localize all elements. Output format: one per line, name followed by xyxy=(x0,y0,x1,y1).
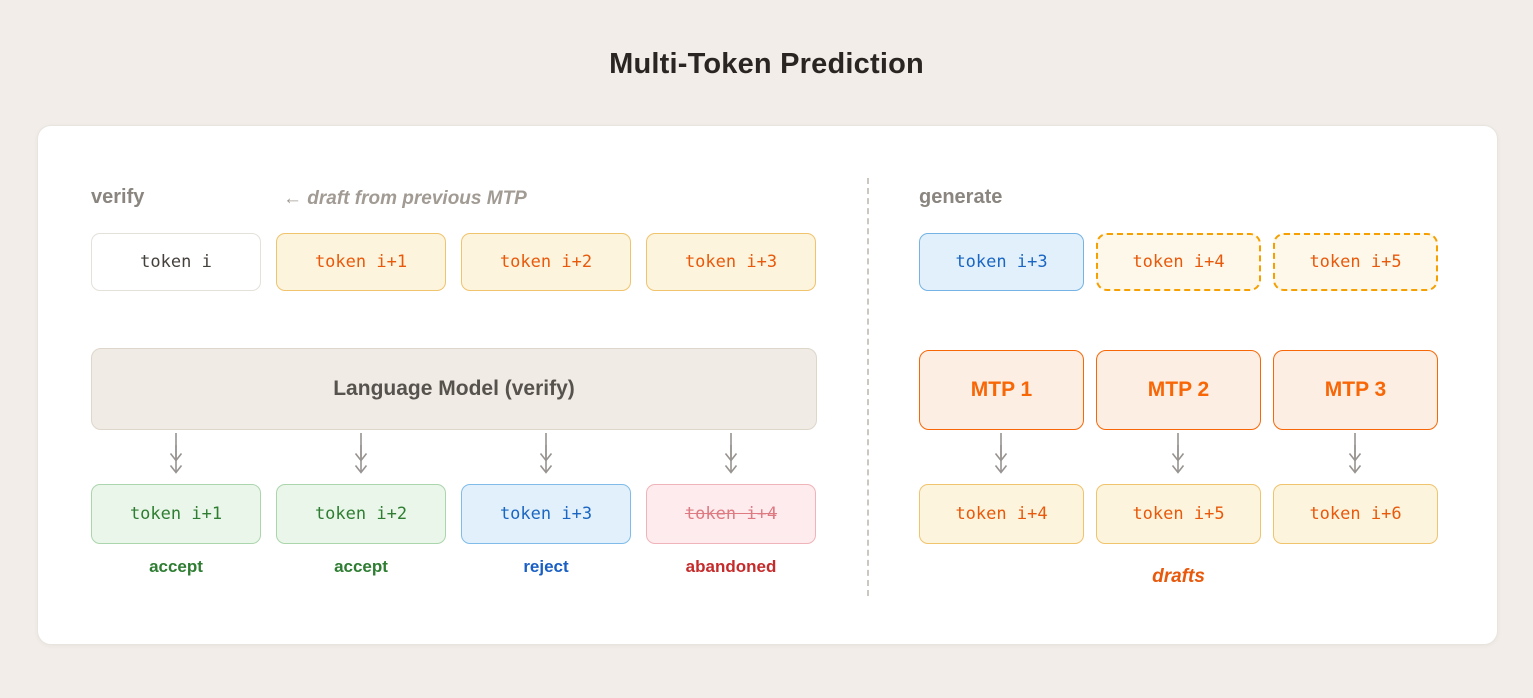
generate-section-label: generate xyxy=(919,186,1003,208)
token-label: token i+3 xyxy=(955,252,1048,272)
verify-output-token-i3-rejected: token i+3 xyxy=(461,484,631,544)
mtp-label: MTP 1 xyxy=(970,378,1033,401)
down-arrow-icon xyxy=(994,445,1008,474)
verify-input-token-i1: token i+1 xyxy=(276,233,446,291)
language-model-label: Language Model (verify) xyxy=(333,377,575,400)
token-label: token i+5 xyxy=(1132,504,1225,524)
mtp-label: MTP 2 xyxy=(1147,378,1210,401)
token-label-strikethrough: token i+4 xyxy=(684,504,778,524)
verdict-reject-label: reject xyxy=(523,557,569,576)
section-divider xyxy=(867,178,869,596)
mtp-2-module: MTP 2 xyxy=(1096,350,1261,430)
down-arrow-icon xyxy=(539,445,553,474)
verify-input-token-i2: token i+2 xyxy=(461,233,631,291)
generate-output-token-i4: token i+4 xyxy=(919,484,1084,544)
token-label: token i+1 xyxy=(129,504,223,524)
down-arrow-icon xyxy=(1171,445,1185,474)
mtp-3-module: MTP 3 xyxy=(1273,350,1438,430)
generate-output-token-i6: token i+6 xyxy=(1273,484,1438,544)
verdict-abandoned-label: abandoned xyxy=(685,557,777,576)
draft-from-previous-mtp-note: ← draft from previous MTP xyxy=(283,188,527,209)
verify-input-token-i: token i xyxy=(91,233,261,291)
token-label: token i+4 xyxy=(1132,252,1225,272)
verify-section-label: verify xyxy=(91,186,145,208)
language-model-verify-box: Language Model (verify) xyxy=(91,348,817,430)
token-label: token i+6 xyxy=(1309,504,1402,524)
token-label: token i+2 xyxy=(314,504,408,524)
page-title: Multi-Token Prediction xyxy=(609,48,924,80)
token-label: token i xyxy=(140,252,212,272)
down-arrow-icon xyxy=(169,445,183,474)
verify-output-token-i2-accepted: token i+2 xyxy=(276,484,446,544)
verdict-accept-label: accept xyxy=(334,557,388,576)
mtp-label: MTP 3 xyxy=(1324,378,1387,401)
token-label: token i+5 xyxy=(1309,252,1402,272)
token-label: token i+1 xyxy=(314,252,408,272)
generate-input-token-i3: token i+3 xyxy=(919,233,1084,291)
diagram-card: verify ← draft from previous MTP token i… xyxy=(37,125,1498,645)
verify-input-token-i3: token i+3 xyxy=(646,233,816,291)
drafts-label: drafts xyxy=(1152,566,1205,587)
token-label: token i+3 xyxy=(684,252,778,272)
generate-output-token-i5: token i+5 xyxy=(1096,484,1261,544)
token-label: token i+2 xyxy=(499,252,593,272)
mtp-1-module: MTP 1 xyxy=(919,350,1084,430)
generate-input-token-i4-draft: token i+4 xyxy=(1096,233,1261,291)
down-arrow-icon xyxy=(354,445,368,474)
verify-output-token-i1-accepted: token i+1 xyxy=(91,484,261,544)
down-arrow-icon xyxy=(1348,445,1362,474)
down-arrow-icon xyxy=(724,445,738,474)
token-label: token i+4 xyxy=(955,504,1048,524)
verdict-accept-label: accept xyxy=(149,557,203,576)
verify-output-token-i4-abandoned: token i+4 xyxy=(646,484,816,544)
token-label: token i+3 xyxy=(499,504,593,524)
generate-input-token-i5-draft: token i+5 xyxy=(1273,233,1438,291)
